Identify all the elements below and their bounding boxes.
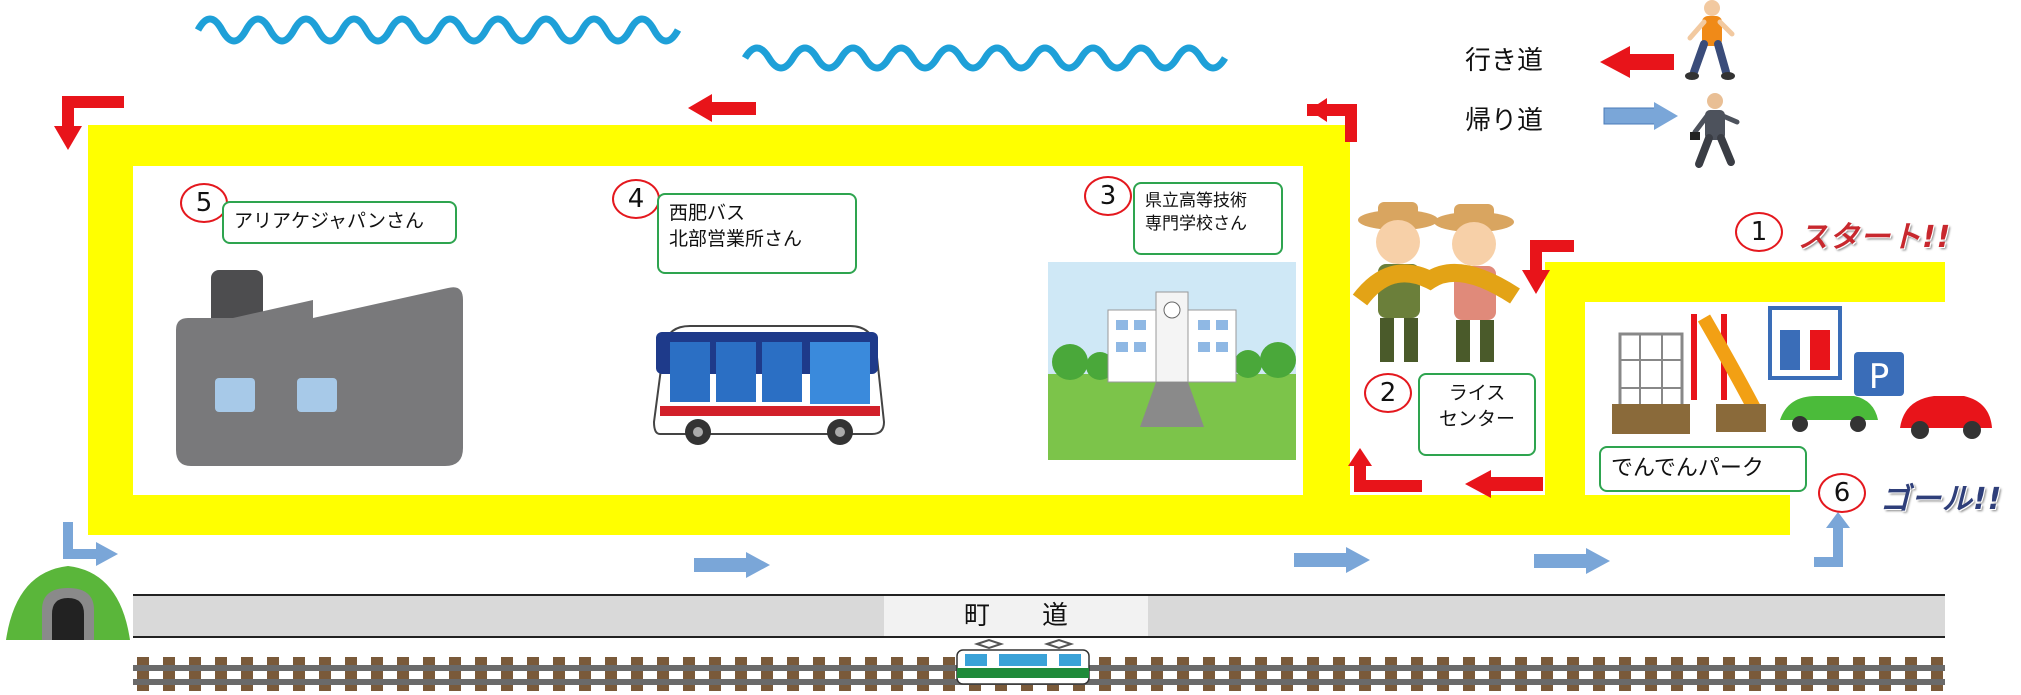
svg-text:P: P: [1869, 357, 1890, 397]
stop-2-number: 2: [1364, 373, 1412, 413]
bus-icon: [652, 325, 886, 445]
stop-4-label: 西肥バス 北部営業所さん: [657, 193, 857, 274]
stop-3-label-line2: 専門学校さん: [1145, 213, 1247, 234]
school-icon: [1048, 262, 1296, 460]
return-arrow: [1814, 512, 1850, 567]
stop-6-number: 6: [1818, 473, 1866, 513]
wave-icon: [741, 44, 1229, 72]
outbound-arrow: [688, 94, 756, 122]
stop-4-label-line1: 西肥バス: [669, 202, 746, 224]
outbound-arrow: [1522, 240, 1574, 294]
stop-5-label-line1: アリアケジャパンさん: [234, 210, 425, 232]
wave-icon: [194, 15, 682, 45]
stop-3-label: 県立高等技術 専門学校さん: [1133, 182, 1283, 255]
goal-callout: ゴール!!: [1880, 482, 2003, 517]
return-arrow: [694, 552, 770, 578]
return-arrow: [1534, 548, 1610, 574]
stop-2-label-line1: ライス: [1448, 382, 1506, 404]
stop-2-label: ライス センター: [1418, 373, 1536, 456]
outbound-arrow: [1465, 470, 1543, 498]
stop-4-label-line2: 北部営業所さん: [669, 227, 803, 250]
legend-outbound-arrow: [1600, 46, 1674, 78]
stop-3-number: 3: [1084, 176, 1132, 216]
park-label-text: でんでんパーク: [1611, 456, 1764, 481]
return-arrow: [1294, 547, 1370, 573]
legend-return-label: 帰り道: [1465, 106, 1544, 136]
farmers-icon: [1352, 202, 1520, 362]
legend-return-arrow: [1603, 102, 1678, 130]
return-arrow: [63, 522, 118, 566]
tunnel-icon: [6, 566, 130, 640]
stop-3-label-line1: 県立高等技術: [1145, 191, 1247, 211]
stop-5-label: アリアケジャパンさん: [222, 201, 457, 244]
outbound-arrow: [1348, 448, 1422, 492]
factory-icon: [176, 270, 463, 466]
road-label: 町 道: [884, 596, 1148, 636]
stop-1-number: 1: [1735, 212, 1783, 252]
stop-2-label-line2: センター: [1438, 407, 1515, 430]
start-callout: スタート!!: [1798, 220, 1952, 255]
legend-outbound-label: 行き道: [1465, 46, 1544, 76]
stop-5-number: 5: [180, 183, 228, 223]
park-label: でんでんパーク: [1599, 446, 1807, 492]
train-icon: [956, 638, 1090, 685]
outbound-arrow: [54, 96, 124, 150]
stop-4-number: 4: [612, 179, 660, 219]
walking-man-icon: [1685, 0, 1735, 80]
walking-businessman-icon: [1690, 93, 1740, 168]
outbound-arrow: [1307, 98, 1357, 142]
playground-icon: P: [1612, 306, 1992, 439]
